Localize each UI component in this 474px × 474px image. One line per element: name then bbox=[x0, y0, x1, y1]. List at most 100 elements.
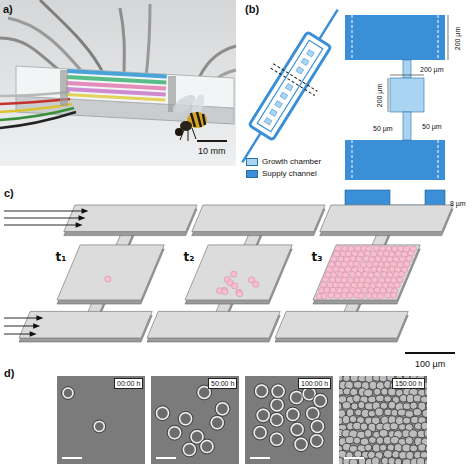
cell-halo bbox=[210, 415, 225, 430]
cell bbox=[390, 292, 396, 298]
cell bbox=[426, 402, 427, 409]
timestamp-text: 00:00 h bbox=[117, 380, 140, 387]
micrograph bbox=[151, 376, 239, 464]
cell-halo bbox=[200, 439, 215, 454]
cell bbox=[354, 381, 363, 388]
cell bbox=[105, 276, 111, 282]
scale-bar bbox=[156, 457, 176, 459]
flow-arrowhead bbox=[36, 315, 43, 321]
timestamp-text: 150:00 h bbox=[395, 380, 422, 387]
flow-arrow bbox=[4, 211, 83, 212]
cut-mark bbox=[438, 15, 439, 60]
cell bbox=[376, 437, 384, 445]
cell bbox=[372, 277, 378, 283]
cell bbox=[395, 250, 401, 256]
cell bbox=[324, 287, 330, 293]
cell bbox=[272, 385, 284, 397]
scale-bar bbox=[62, 457, 82, 459]
connector bbox=[403, 60, 411, 78]
cell bbox=[374, 388, 381, 395]
cell bbox=[376, 395, 385, 402]
cell bbox=[291, 392, 303, 404]
flow-arrowhead bbox=[79, 215, 86, 221]
cell bbox=[425, 388, 427, 396]
cell bbox=[399, 256, 405, 262]
cell bbox=[271, 414, 283, 426]
wire bbox=[0, 99, 70, 104]
section-line bbox=[271, 68, 315, 96]
cell bbox=[287, 409, 299, 421]
cell bbox=[366, 293, 372, 299]
dimension-label: 8 µm bbox=[450, 200, 466, 207]
cell-halo bbox=[256, 408, 271, 423]
cell-halo bbox=[309, 433, 324, 448]
flow-arrow bbox=[4, 326, 34, 327]
cell bbox=[355, 271, 361, 277]
cell bbox=[372, 457, 380, 464]
cell bbox=[358, 293, 364, 299]
cell bbox=[380, 288, 386, 294]
cell-halo bbox=[290, 422, 305, 437]
cell bbox=[385, 277, 391, 283]
cell bbox=[157, 407, 169, 419]
timestamp-text: 100:00 h bbox=[301, 380, 328, 387]
tube bbox=[120, 8, 124, 76]
time-label: t₃ bbox=[312, 251, 323, 263]
micrograph-background bbox=[57, 376, 145, 464]
flow-arrowhead bbox=[82, 208, 89, 214]
supply-channel bbox=[19, 311, 152, 338]
cell bbox=[404, 261, 410, 267]
dimension-label: 200 µm bbox=[420, 66, 444, 73]
cell bbox=[364, 429, 371, 437]
cell bbox=[349, 459, 357, 464]
cell bbox=[357, 282, 363, 288]
cell-halo bbox=[271, 384, 286, 399]
cell bbox=[349, 416, 357, 423]
cell bbox=[169, 427, 181, 439]
dimension-label: 50 µm bbox=[373, 125, 393, 132]
cell bbox=[291, 424, 303, 436]
cell bbox=[253, 281, 259, 287]
dimension-line bbox=[390, 75, 424, 76]
wire bbox=[0, 108, 74, 120]
micrograph-background bbox=[245, 376, 333, 464]
cell-halo bbox=[286, 407, 301, 422]
cell-halo bbox=[215, 401, 230, 416]
cell bbox=[191, 431, 203, 443]
cell bbox=[254, 427, 266, 439]
cell-halo bbox=[313, 393, 328, 408]
top-view bbox=[345, 15, 448, 180]
cell-halo bbox=[182, 442, 197, 457]
legend-text: Supply channel bbox=[262, 170, 317, 178]
cell bbox=[271, 399, 283, 411]
supply-channel bbox=[320, 205, 453, 232]
connector bbox=[403, 112, 411, 140]
chamber-schematic bbox=[4, 205, 455, 353]
cell-halo bbox=[269, 412, 284, 427]
cell bbox=[421, 422, 427, 430]
cell bbox=[344, 282, 350, 288]
growth-chamber bbox=[390, 78, 424, 112]
legend-swatch bbox=[246, 170, 258, 178]
dimension-line bbox=[388, 78, 389, 112]
cell bbox=[385, 293, 391, 299]
bee bbox=[170, 92, 207, 141]
cell bbox=[377, 293, 383, 299]
tube bbox=[40, 0, 104, 75]
scale-label: 10 mm bbox=[198, 147, 226, 156]
cell-halo bbox=[310, 419, 325, 434]
scale-bar bbox=[344, 457, 364, 459]
panel-letter: d) bbox=[4, 368, 14, 379]
wire bbox=[0, 92, 70, 96]
cell bbox=[390, 423, 398, 430]
cell bbox=[405, 411, 413, 418]
cell bbox=[307, 408, 319, 420]
flow-arrow bbox=[4, 225, 77, 226]
cell bbox=[63, 388, 73, 398]
cell bbox=[417, 458, 425, 464]
cell bbox=[406, 256, 412, 262]
cell bbox=[413, 409, 421, 416]
scale-label: 100 µm bbox=[415, 360, 445, 369]
cell bbox=[388, 388, 396, 396]
